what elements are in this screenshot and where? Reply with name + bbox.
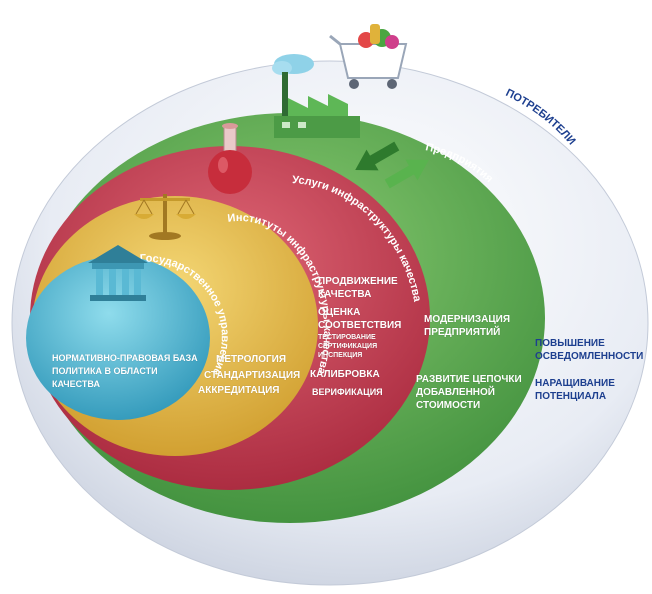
factory-icon bbox=[272, 54, 360, 138]
certification-text: СЕРТИФИКАЦИЯ bbox=[318, 343, 378, 350]
calibration-text: КАЛИБРОВКА bbox=[310, 369, 380, 380]
state-ring bbox=[26, 256, 210, 420]
awareness-text-1: ПОВЫШЕНИЕ bbox=[535, 338, 605, 349]
conformity-text-2: СООТВЕТСТВИЯ bbox=[318, 320, 402, 331]
promotion-text-1: ПРОДВИЖЕНИЕ bbox=[318, 276, 398, 287]
metrology-text: МЕТРОЛОГИЯ bbox=[216, 354, 287, 365]
flask-icon bbox=[208, 123, 252, 194]
standardization-text: СТАНДАРТИЗАЦИЯ bbox=[204, 370, 301, 381]
state-text-line-2: ПОЛИТИКА В ОБЛАСТИ bbox=[52, 366, 158, 376]
capacity-text-2: ПОТЕНЦИАЛА bbox=[535, 391, 607, 402]
accreditation-text: АККРЕДИТАЦИЯ bbox=[198, 385, 280, 396]
value-chain-text-1: РАЗВИТИЕ ЦЕПОЧКИ bbox=[416, 374, 522, 385]
capacity-text-1: НАРАЩИВАНИЕ bbox=[535, 378, 615, 389]
two-way-arrows-icon bbox=[355, 141, 429, 189]
testing-text: ТЕСТИРОВАНИЕ bbox=[318, 334, 376, 341]
value-chain-text-3: СТОИМОСТИ bbox=[416, 400, 481, 411]
value-chain-text-2: ДОБАВЛЕННОЙ bbox=[416, 387, 495, 398]
government-building-icon bbox=[88, 245, 148, 301]
scales-icon bbox=[134, 194, 196, 240]
inspection-text: ИНСПЕКЦИЯ bbox=[318, 352, 363, 359]
modernization-text-2: ПРЕДПРИЯТИЙ bbox=[424, 327, 501, 338]
shopping-cart-icon bbox=[329, 24, 408, 89]
state-text-line-1: НОРМАТИВНО-ПРАВОВАЯ БАЗА bbox=[52, 353, 198, 363]
modernization-text-1: МОДЕРНИЗАЦИЯ bbox=[424, 314, 511, 325]
state-text-line-3: КАЧЕСТВА bbox=[52, 379, 100, 389]
verification-text: ВЕРИФИКАЦИЯ bbox=[312, 387, 383, 397]
conformity-text-1: ОЦЕНКА bbox=[318, 307, 361, 318]
promotion-text-2: КАЧЕСТВА bbox=[318, 289, 372, 300]
awareness-text-2: ОСВЕДОМЛЕННОСТИ bbox=[535, 351, 644, 362]
